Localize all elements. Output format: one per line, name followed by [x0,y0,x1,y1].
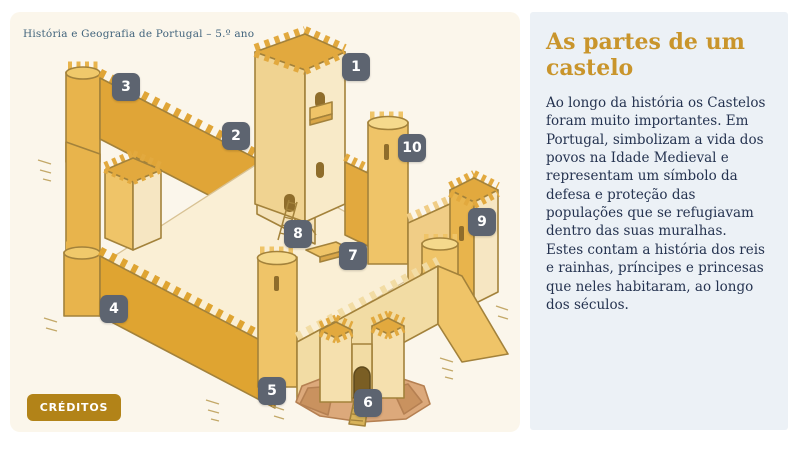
credits-button[interactable]: CRÉDITOS [27,394,121,421]
info-panel: As partes de um castelo Ao longo da hist… [530,12,788,430]
castle-part-badge-2[interactable]: 2 [222,122,250,150]
info-text: Ao longo da história os Castelos foram m… [546,94,772,314]
castle-part-badge-4[interactable]: 4 [100,295,128,323]
castle-part-badge-7[interactable]: 7 [339,242,367,270]
castle-part-badge-8[interactable]: 8 [284,220,312,248]
castle-part-badge-3[interactable]: 3 [112,73,140,101]
castle-illustration [37,26,509,427]
info-paragraph-1: Ao longo da história os Castelos foram m… [546,94,766,240]
tower-southwest [63,241,101,317]
castle-part-badge-5[interactable]: 5 [258,377,286,405]
info-paragraph-2: Estes contam a história dos reis e rainh… [546,241,765,313]
wall-southwest [97,247,278,409]
corner-bastion [437,265,509,363]
castle-part-badge-10[interactable]: 10 [398,134,426,162]
diagram-card: História e Geografia de Portugal – 5.º a… [10,12,520,432]
course-label: História e Geografia de Portugal – 5.º a… [23,28,255,40]
castle-part-badge-9[interactable]: 9 [468,208,496,236]
tower-south [256,246,298,388]
tower-round-east [367,111,409,265]
page-title: As partes de um castelo [546,29,745,81]
gatehouse [318,310,406,403]
ground-scratches [37,159,509,422]
castle-part-badge-1[interactable]: 1 [342,53,370,81]
castle-part-badge-6[interactable]: 6 [354,389,382,417]
inner-square-tower [103,150,163,251]
wall-keep-east [343,153,372,248]
